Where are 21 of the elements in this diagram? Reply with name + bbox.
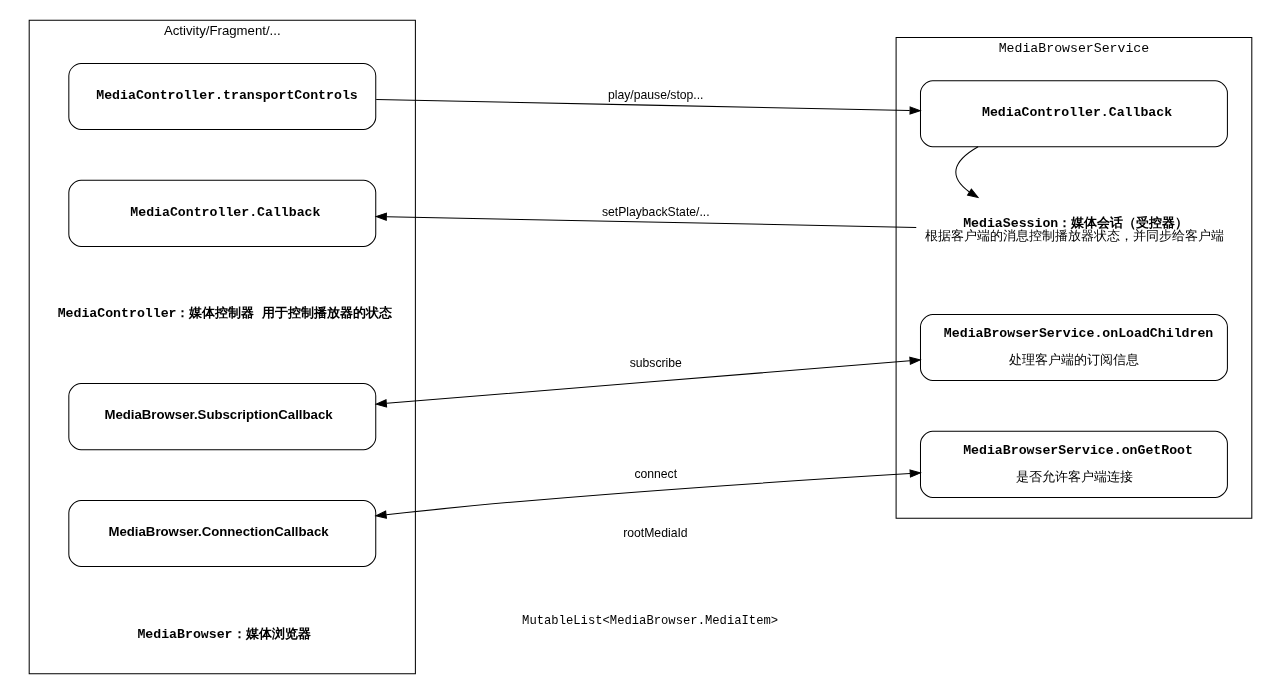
node-box: MediaController.transportControls [68,62,377,130]
edge-label: connect [634,467,678,482]
node-box: MediaBrowser.ConnectionCallback [68,499,377,568]
arrow [374,212,917,228]
node-box: MediaBrowser.SubscriptionCallback [68,383,377,451]
arrow [374,469,922,519]
node-box: MediaController.Callback [68,179,377,247]
label: MutableList<MediaBrowser.MediaItem> [522,614,779,629]
label: rootMediaId [623,525,688,540]
arrow [375,99,922,115]
label: MediaBrowser：媒体浏览器 [137,626,311,642]
edge-label: subscribe [629,356,682,371]
node-box: MediaBrowserService.onLoadChildren 处理客户端的订阅信息 [920,313,1228,382]
arrow [955,146,980,199]
label: MediaController：媒体控制器 用于控制播放器的状态 [57,306,393,322]
node-box: MediaController.Callback [920,80,1228,148]
arrow [374,356,922,408]
edge-label: setPlaybackState/... [601,205,710,219]
node-box: MediaBrowserService.onGetRoot 是否允许客户端连接 [920,430,1228,498]
edge-label: play/pause/stop... [607,88,704,103]
node-text: MediaSession：媒体会话（受控器） 根据客户端的消息控制播放器状态，并同步给客户端 [924,215,1224,245]
